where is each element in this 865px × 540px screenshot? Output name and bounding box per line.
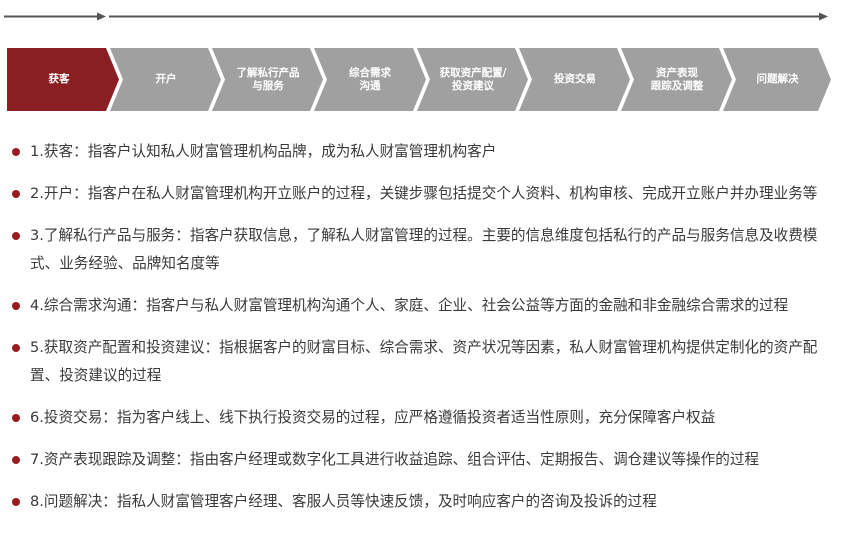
- chevron-step-2[interactable]: [110, 48, 221, 111]
- description-text: 4.综合需求沟通：指客户与私人财富管理机构沟通个人、家庭、企业、社会公益等方面的…: [30, 297, 789, 314]
- chevron-step-1[interactable]: [7, 48, 119, 111]
- step-label-2: 开户: [155, 73, 177, 85]
- description-text: 1.获客：指客户认知私人财富管理机构品牌，成为私人财富管理机构客户: [30, 143, 497, 160]
- bullet-icon: [12, 498, 20, 506]
- description-text: 7.资产表现跟踪及调整：指由客户经理或数字化工具进行收益追踪、组合评估、定期报告…: [30, 451, 760, 468]
- timeline-arrows: [4, 12, 828, 21]
- description-item-7: 7.资产表现跟踪及调整：指由客户经理或数字化工具进行收益追踪、组合评估、定期报告…: [0, 446, 865, 474]
- bullet-icon: [12, 190, 20, 198]
- description-text: 3.了解私行产品与服务：指客户获取信息，了解私人财富管理的过程。主要的信息维度包…: [30, 227, 818, 272]
- bullet-icon: [12, 456, 20, 464]
- description-text: 8.问题解决：指私人财富管理客户经理、客服人员等快速反馈，及时响应客户的咨询及投…: [30, 493, 657, 510]
- bullet-icon: [12, 344, 20, 352]
- chevron-step-7[interactable]: [621, 48, 732, 111]
- long-arrow-icon: [109, 12, 828, 21]
- description-item-4: 4.综合需求沟通：指客户与私人财富管理机构沟通个人、家庭、企业、社会公益等方面的…: [0, 292, 865, 320]
- description-text: 5.获取资产配置和投资建议：指根据客户的财富目标、综合需求、资产状况等因素，私人…: [30, 339, 818, 384]
- description-item-3: 3.了解私行产品与服务：指客户获取信息，了解私人财富管理的过程。主要的信息维度包…: [0, 222, 865, 278]
- description-text: 6.投资交易：指为客户线上、线下执行投资交易的过程，应严格遵循投资者适当性原则，…: [30, 409, 716, 426]
- chevron-step-8[interactable]: [723, 48, 831, 111]
- bullet-icon: [12, 414, 20, 422]
- description-text: 2.开户：指客户在私人财富管理机构开立账户的过程，关键步骤包括提交个人资料、机构…: [30, 185, 818, 202]
- process-chevrons: [7, 48, 831, 111]
- step-label-8: 问题解决: [756, 73, 799, 85]
- step-label-1: 获客: [48, 73, 70, 85]
- step-description-list: 1.获客：指客户认知私人财富管理机构品牌，成为私人财富管理机构客户 2.开户：指…: [0, 138, 865, 530]
- description-item-1: 1.获客：指客户认知私人财富管理机构品牌，成为私人财富管理机构客户: [0, 138, 865, 166]
- step-label-4: 综合需求 沟通: [349, 66, 391, 92]
- bullet-icon: [12, 302, 20, 310]
- chevron-step-5[interactable]: [417, 48, 528, 111]
- step-label-7: 资产表现 跟踪及调整: [650, 66, 704, 92]
- chevron-step-3[interactable]: [212, 48, 323, 111]
- description-item-6: 6.投资交易：指为客户线上、线下执行投资交易的过程，应严格遵循投资者适当性原则，…: [0, 404, 865, 432]
- bullet-icon: [12, 232, 20, 240]
- description-item-8: 8.问题解决：指私人财富管理客户经理、客服人员等快速反馈，及时响应客户的咨询及投…: [0, 488, 865, 516]
- description-item-5: 5.获取资产配置和投资建议：指根据客户的财富目标、综合需求、资产状况等因素，私人…: [0, 334, 865, 390]
- step-label-5: 获取资产配置/ 投资建议: [439, 66, 507, 92]
- step-label-3: 了解私行产品 与服务: [236, 66, 300, 92]
- short-arrow-icon: [4, 12, 106, 21]
- description-item-2: 2.开户：指客户在私人财富管理机构开立账户的过程，关键步骤包括提交个人资料、机构…: [0, 180, 865, 208]
- chevron-step-4[interactable]: [314, 48, 426, 111]
- bullet-icon: [12, 148, 20, 156]
- chevron-step-6[interactable]: [519, 48, 630, 111]
- step-label-6: 投资交易: [554, 73, 596, 85]
